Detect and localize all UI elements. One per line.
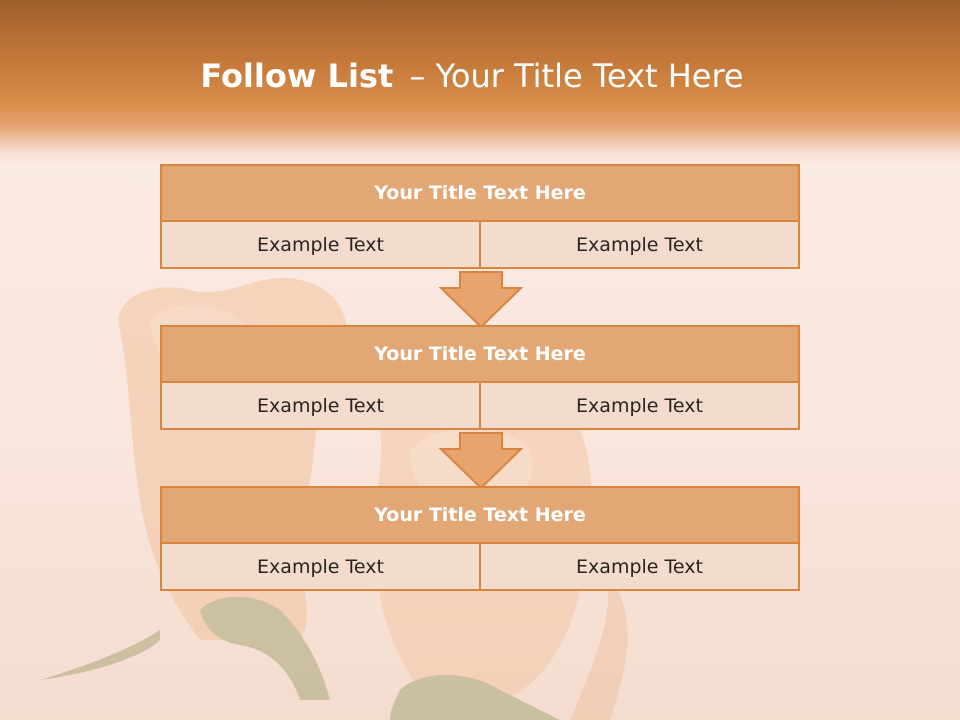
header-band (0, 0, 960, 165)
block-row: Example Text Example Text (160, 220, 800, 269)
block-cell-left: Example Text (160, 381, 481, 430)
block-title: Your Title Text Here (160, 164, 800, 222)
block-cell-right: Example Text (479, 542, 800, 591)
follow-block-2: Your Title Text Here Example Text Exampl… (160, 325, 800, 430)
follow-block-3: Your Title Text Here Example Text Exampl… (160, 486, 800, 591)
block-cell-left: Example Text (160, 542, 481, 591)
block-cell-right: Example Text (479, 220, 800, 269)
slide-title-bold: Follow List (200, 57, 394, 95)
block-cell-right: Example Text (479, 381, 800, 430)
down-arrow-icon (438, 432, 524, 490)
down-arrow-icon (438, 271, 524, 329)
block-title: Your Title Text Here (160, 325, 800, 383)
slide-title-dash: – (409, 57, 426, 95)
block-row: Example Text Example Text (160, 542, 800, 591)
slide-title: Follow List – Your Title Text Here (0, 52, 944, 100)
block-cell-left: Example Text (160, 220, 481, 269)
block-title: Your Title Text Here (160, 486, 800, 544)
block-row: Example Text Example Text (160, 381, 800, 430)
follow-block-1: Your Title Text Here Example Text Exampl… (160, 164, 800, 269)
slide-title-rest: Your Title Text Here (435, 57, 744, 95)
